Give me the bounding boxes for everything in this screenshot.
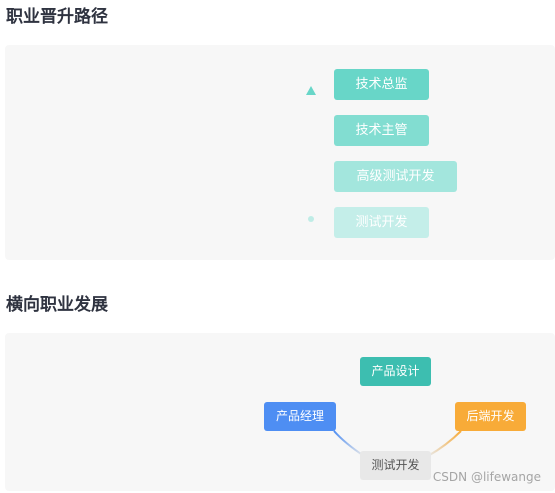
branch-product-manager: 产品经理: [264, 402, 336, 431]
promotion-section-title: 职业晋升路径: [6, 7, 108, 27]
promotion-level-4: 测试开发: [334, 207, 429, 238]
csdn-watermark: CSDN @lifewange: [432, 470, 541, 484]
branch-product-design: 产品设计: [360, 357, 431, 386]
center-test-dev: 测试开发: [360, 451, 431, 480]
connector-backend-dev: [427, 430, 462, 457]
promotion-level-1: 技术总监: [334, 69, 429, 100]
horizontal-section-title: 横向职业发展: [6, 295, 108, 315]
promotion-level-2: 技术主管: [334, 115, 429, 146]
promotion-arrow-head: [306, 86, 316, 95]
promotion-arrow-tail-dot: [308, 216, 314, 222]
promotion-level-3: 高级测试开发: [334, 161, 457, 192]
promotion-panel: [5, 45, 555, 260]
branch-backend-dev: 后端开发: [455, 402, 526, 431]
